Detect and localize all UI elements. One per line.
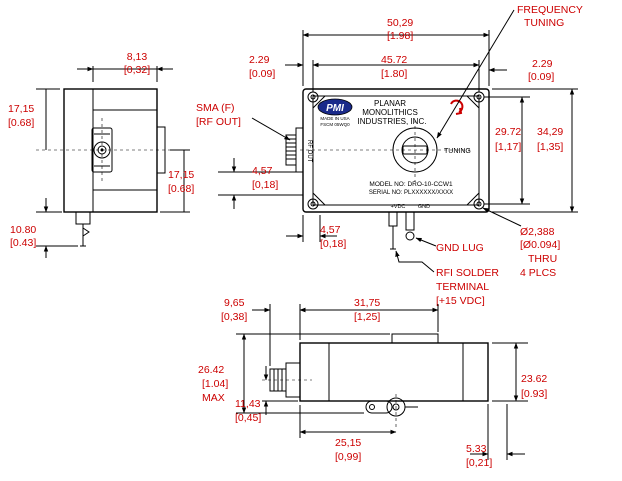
dim-mount-x: 45.72 xyxy=(381,54,407,66)
dim-sma-offset-in: [0,18] xyxy=(252,179,278,191)
dim-side-depth: 8,13 xyxy=(127,51,148,63)
dim-side-top-in: [0.68] xyxy=(8,117,34,129)
front-terminals xyxy=(388,211,415,250)
company-line-1: PLANAR xyxy=(374,99,406,108)
company-line-2: MONOLITHICS xyxy=(362,108,418,117)
label-plate xyxy=(312,95,480,206)
front-view: PMI MADE IN USA FSCM 05WQ0 PLANAR MONOLI… xyxy=(218,9,578,273)
side-view-body xyxy=(63,88,158,213)
side-terminal xyxy=(75,211,91,247)
callout-rfi-2: TERMINAL xyxy=(436,281,489,293)
dim-bottom-body-lug-in: [1,25] xyxy=(354,311,380,323)
hole-dia-mm: Ø2,388 xyxy=(520,226,555,238)
dim-terminal-offset: 4,57 xyxy=(320,224,341,236)
dim-left-hole: 2.29 xyxy=(249,54,270,66)
dim-bottom-sma-center: 11,43 xyxy=(235,398,261,410)
dim-bottom-right: 5.33 xyxy=(466,443,487,455)
rotate-arrow-icon xyxy=(450,99,464,115)
dim-width-total: 50,29 xyxy=(387,17,413,29)
model-no: MODEL NO: DRO-10-CCW1 xyxy=(369,181,453,188)
dim-bottom-terminal: 25,15 xyxy=(335,437,361,449)
dim-mount-y: 29.72 xyxy=(495,126,521,138)
dim-side-top: 17,15 xyxy=(8,103,34,115)
rf-out-text: RF OUT xyxy=(306,140,312,163)
dim-bottom-overall: 26.42 xyxy=(198,364,224,376)
dim-bottom-sma: 9,65 xyxy=(224,297,245,309)
dim-left-hole-in: [0.09] xyxy=(249,68,275,80)
dim-bottom-body-h: 23.62 xyxy=(521,373,547,385)
svg-text:PMI: PMI xyxy=(326,103,344,114)
dim-bottom-overall-note: MAX xyxy=(202,392,225,404)
callout-tuning-2: TUNING xyxy=(524,17,564,29)
pmi-logo: PMI xyxy=(317,98,353,116)
dim-bottom-overall-in: [1.04] xyxy=(202,378,228,390)
dim-bottom-body-lug: 31,75 xyxy=(354,297,380,309)
vdc-text: +VDC xyxy=(391,204,406,210)
dim-bottom-sma-center-in: [0,45] xyxy=(235,412,261,424)
dim-right-hole: 2.29 xyxy=(532,58,553,70)
hole-dia-in: [Ø0.094] xyxy=(520,239,560,251)
dim-width-total-in: [1.98] xyxy=(387,30,413,42)
made-in-usa: MADE IN USA xyxy=(320,116,349,121)
dim-side-bottom-in: [0.68] xyxy=(168,183,194,195)
side-view: 8,13 [0,32] 17,15 [0.68] 17,15 [0.68] 10… xyxy=(8,51,194,258)
dim-side-bottom: 17,15 xyxy=(168,169,194,181)
fscm: FSCM 05WQ0 xyxy=(320,122,350,127)
dim-height-total: 34,29 xyxy=(537,126,563,138)
tuning-text: TUNING xyxy=(444,148,471,155)
gnd-text: GND xyxy=(418,204,430,210)
dim-side-terminal: 10.80 xyxy=(10,224,36,236)
serial-no: SERIAL NO: PLXXXXXX/XXXX xyxy=(369,190,453,196)
dim-mount-x-in: [1.80] xyxy=(381,68,407,80)
hole-thru: THRU xyxy=(528,253,557,265)
company-line-3: INDUSTRIES, INC. xyxy=(358,117,427,126)
dim-right-hole-in: [0.09] xyxy=(528,71,554,83)
bottom-view: 9,65 [0,38] 31,75 [1,25] 26.42 [1.04] MA… xyxy=(198,297,547,469)
callout-rfi-3: [+15 VDC] xyxy=(436,295,485,307)
dim-bottom-terminal-in: [0,99] xyxy=(335,451,361,463)
callout-sma-2: [RF OUT] xyxy=(196,116,241,128)
bottom-terminal xyxy=(365,397,418,417)
dim-terminal-offset-in: [0,18] xyxy=(320,238,346,250)
callout-rfi-1: RFI SOLDER xyxy=(436,267,499,279)
hole-plcs: 4 PLCS xyxy=(520,267,556,279)
dim-height-total-in: [1,35] xyxy=(537,141,563,153)
bottom-view-body xyxy=(299,342,489,402)
dim-side-terminal-in: [0.43] xyxy=(10,237,36,249)
dim-bottom-body-h-in: [0.93] xyxy=(521,388,547,400)
dim-bottom-right-in: [0,21] xyxy=(466,457,492,469)
callout-tuning-1: FREQUENCY xyxy=(517,4,583,16)
dim-side-depth-in: [0,32] xyxy=(124,64,150,76)
dim-bottom-sma-in: [0,38] xyxy=(221,311,247,323)
dim-sma-offset: 4,57 xyxy=(252,165,273,177)
callout-sma-1: SMA (F) xyxy=(196,102,235,114)
dim-mount-y-in: [1,17] xyxy=(495,141,521,153)
callout-gnd-lug: GND LUG xyxy=(436,242,484,254)
